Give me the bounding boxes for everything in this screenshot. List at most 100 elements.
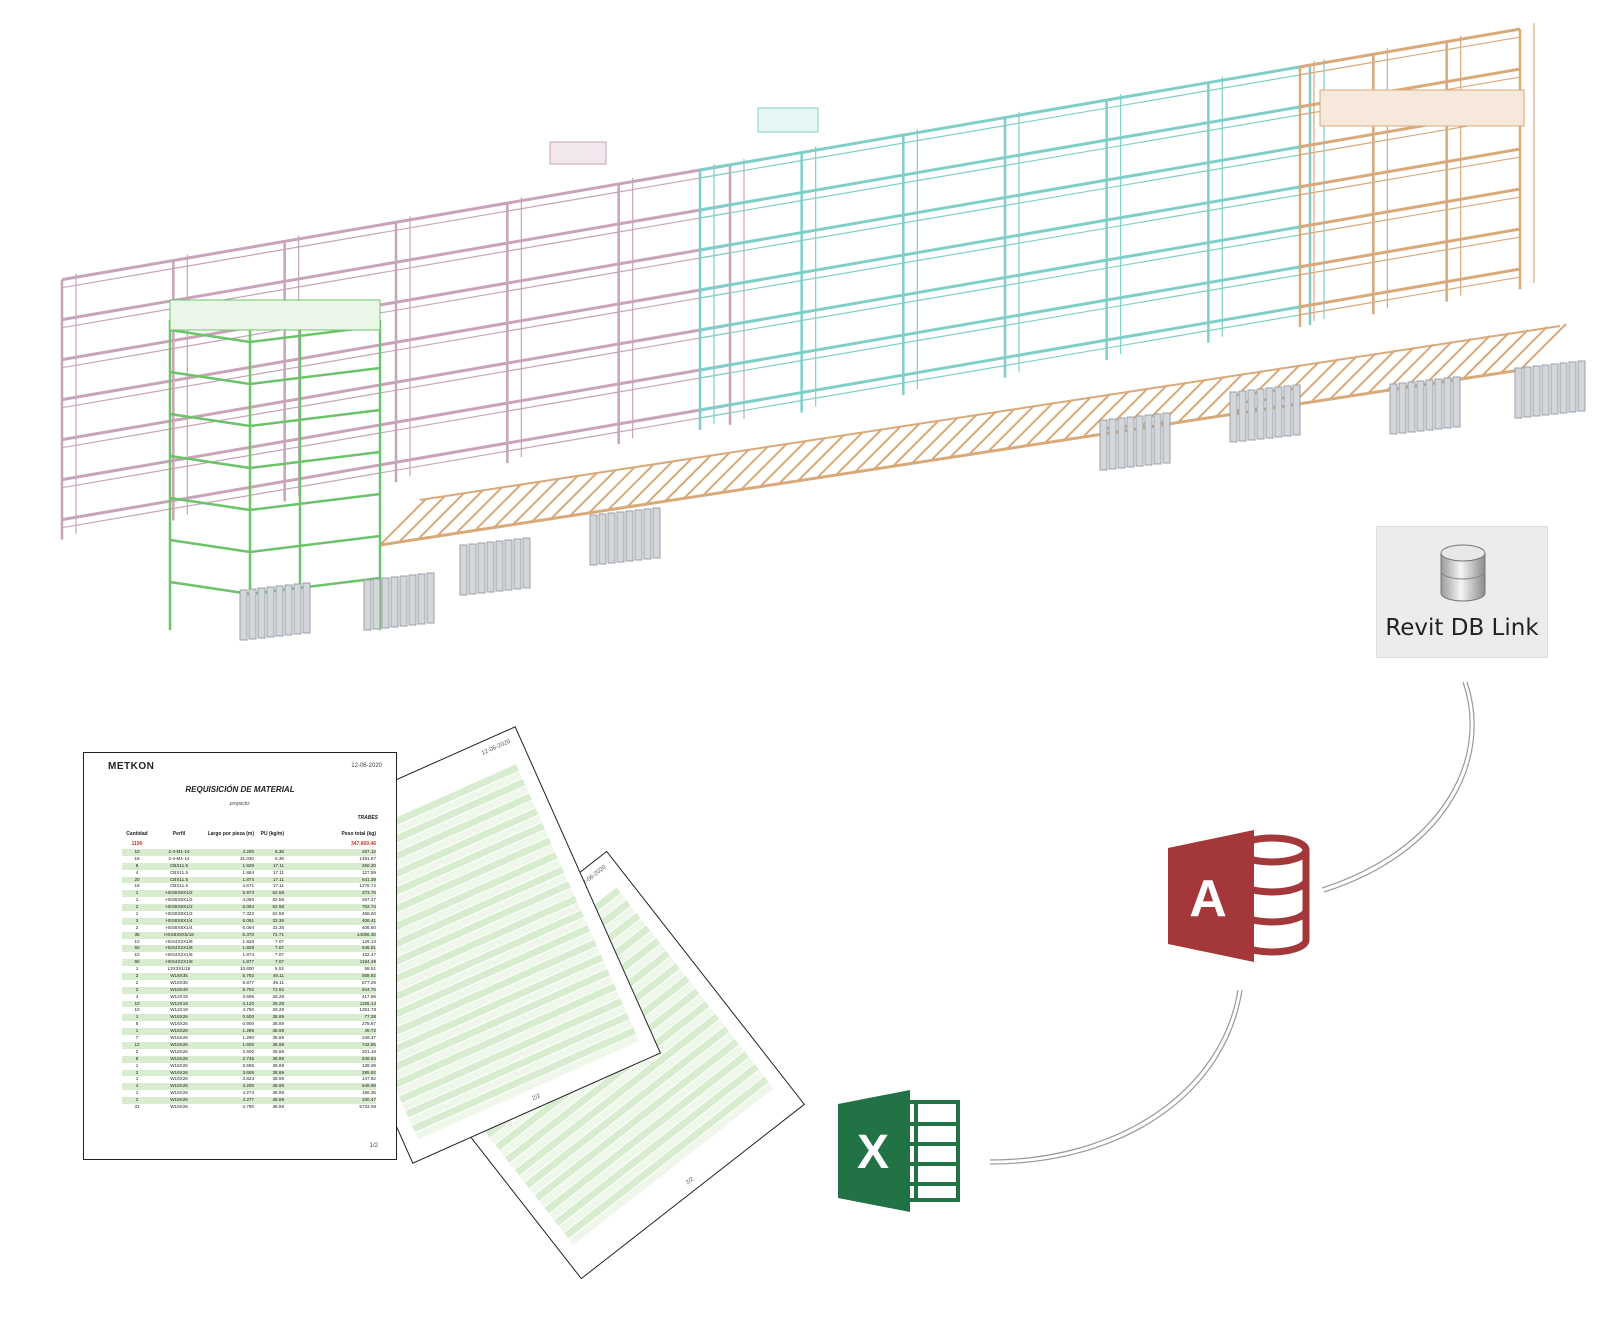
table-cell: 17.11 [272, 876, 284, 882]
table-cell: 3.695 [242, 1069, 255, 1075]
table-cell: HSS8X8X1/2 [165, 911, 193, 917]
table-cell: HSS4X2X1/8 [165, 952, 193, 958]
report-project: proyecto: [229, 801, 251, 807]
table-cell: 10.600 [239, 966, 254, 972]
table-cell: 36 [134, 931, 140, 937]
steel-member [911, 416, 959, 465]
revit-db-link-button[interactable]: Revit DB Link [1376, 526, 1548, 658]
report-page-number: 1/2 [369, 1143, 378, 1149]
steel-member [436, 489, 484, 537]
table-cell: 1491.67 [359, 855, 376, 861]
steel-panel [363, 579, 372, 631]
steel-member [249, 492, 381, 512]
steel-member [721, 445, 769, 494]
table-cell: 7.07 [275, 959, 284, 965]
steel-panel [417, 573, 426, 625]
steel-panel [1550, 363, 1559, 415]
table-cell: 38.69 [272, 1097, 285, 1103]
table-cell: 1351.78 [359, 1007, 376, 1013]
access-to-excel-line [989, 989, 1239, 1161]
steel-panel [1416, 380, 1425, 432]
report-section: TRABES [357, 815, 378, 821]
table-cell: 1.874 [242, 876, 255, 882]
steel-member [1299, 267, 1521, 309]
steel-member [1519, 323, 1567, 371]
steel-panel [1144, 414, 1153, 466]
table-cell: W18X35 [170, 979, 188, 985]
steel-panel [607, 512, 616, 564]
steel-panel [616, 511, 625, 563]
table-cell: 762.74 [361, 904, 376, 910]
steel-member [1329, 352, 1377, 400]
table-cell: W16X26 [170, 1014, 188, 1020]
table-cell: 62.58 [272, 890, 285, 896]
table-cell: 458.20 [361, 911, 376, 917]
table-cell: 2 [135, 1048, 139, 1054]
steel-member [1424, 337, 1472, 386]
steel-member [892, 419, 940, 467]
steel-panel [1265, 387, 1274, 439]
steel-panel [408, 574, 417, 626]
report-table-header: Cantidad Perfil Largo por pieza (m) PU (… [122, 831, 376, 837]
steel-panel [1319, 89, 1525, 127]
table-cell: 38.69 [272, 1069, 285, 1075]
steel-member [1299, 156, 1521, 196]
table-cell: 6.094 [242, 924, 255, 930]
steel-panel [1117, 417, 1126, 469]
steel-panel [293, 583, 302, 635]
table-cell: L3X3X1/16 [167, 966, 191, 972]
access-to-excel-line-inner [989, 989, 1243, 1165]
table-cell: W18X49 [170, 986, 188, 992]
table-cell: 28.28 [272, 993, 285, 999]
table-cell: 2-4-M1-14 [168, 849, 190, 854]
report-date: 12-06-2020 [351, 763, 382, 769]
steel-member [1500, 326, 1548, 374]
steel-panel [1153, 413, 1162, 465]
steel-member [740, 442, 788, 491]
steel-member [1299, 236, 1521, 276]
table-cell: 1.285 [242, 1028, 255, 1034]
steel-panel [652, 507, 661, 559]
table-cell: 5.877 [242, 979, 255, 985]
steel-panel [1126, 416, 1135, 468]
table-cell: W18X35 [170, 973, 188, 979]
steel-panel [643, 508, 652, 560]
steel-panel [1256, 388, 1265, 440]
table-cell: 1.828 [242, 862, 255, 868]
table-cell: 14056.30 [356, 931, 376, 937]
table-cell: 4.120 [242, 1000, 255, 1006]
table-cell: 31.030 [239, 855, 254, 861]
table-cell: 5.370 [242, 931, 255, 937]
steel-member [1367, 346, 1415, 395]
table-cell: 1 [135, 897, 139, 903]
steel-member [512, 477, 560, 526]
table-cell: 1.829 [242, 945, 255, 951]
table-cell: 7.07 [275, 938, 284, 944]
table-cell: 849.63 [361, 1055, 376, 1061]
steel-panel [390, 576, 399, 628]
steel-member [249, 408, 381, 428]
table-cell: 1194.29 [359, 959, 376, 965]
table-cell: 349.37 [361, 1035, 376, 1041]
steel-panel [266, 586, 275, 638]
table-cell: 10 [134, 938, 140, 944]
table-cell: 1.600 [242, 1041, 255, 1047]
header-pu: PU (kg/m) [260, 831, 284, 837]
steel-member [1299, 187, 1521, 229]
table-cell: 406.41 [361, 917, 376, 923]
steel-panel [625, 510, 634, 562]
steel-panel [1162, 412, 1171, 464]
steel-member [379, 368, 1521, 547]
table-cell: 72.71 [272, 931, 285, 937]
